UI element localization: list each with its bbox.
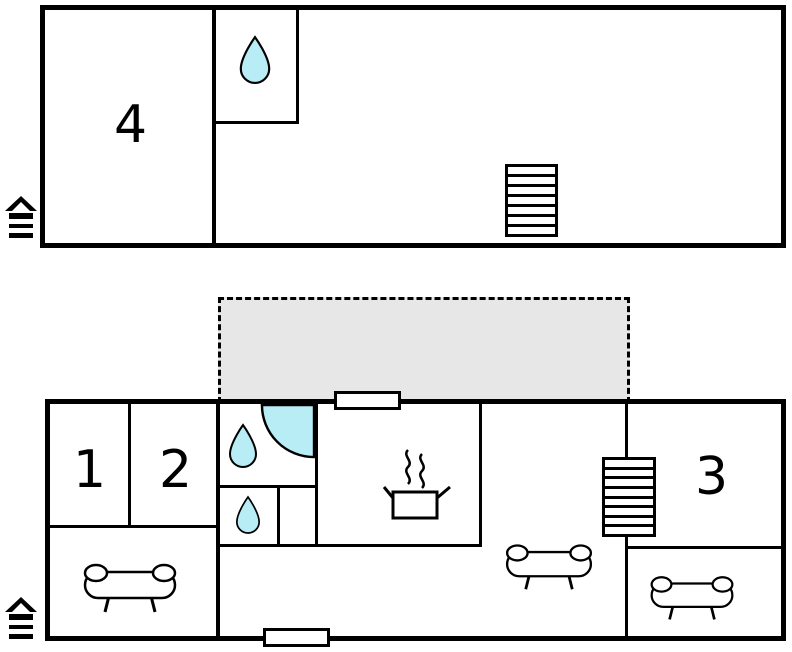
door-opening-top	[334, 391, 401, 410]
stair-step	[605, 460, 653, 470]
entrance-house-icon	[5, 597, 37, 639]
bathroom-bottom-wall	[220, 485, 318, 488]
upper-floor-outline	[40, 5, 786, 248]
kitchen-right-wall	[479, 399, 482, 547]
stair-step	[605, 479, 653, 489]
room-label-1: 1	[73, 440, 107, 500]
shower-icon	[260, 403, 316, 459]
room-label-3: 3	[695, 447, 729, 507]
upper-dividing-wall	[212, 5, 216, 248]
stairs-icon	[505, 164, 558, 237]
stair-step	[508, 207, 555, 217]
stair-step	[508, 187, 555, 197]
stair-step	[508, 217, 555, 227]
bathroom-right-wall	[315, 399, 318, 547]
upper-bathroom-right-wall	[296, 5, 299, 124]
room3-bottom-wall	[625, 546, 786, 549]
entrance-house-icon	[5, 196, 37, 238]
water-drop-icon	[228, 423, 258, 469]
stair-step	[605, 499, 653, 509]
left-column-wall	[216, 399, 220, 641]
upper-bathroom-bottom-wall	[214, 121, 299, 124]
terrace-area	[218, 297, 630, 403]
room1-room2-wall	[128, 399, 131, 528]
wc-divider-wall	[277, 485, 280, 547]
stair-step	[508, 177, 555, 187]
room-label-2: 2	[159, 440, 193, 500]
stair-step	[605, 489, 653, 499]
stairs-icon	[602, 457, 656, 537]
water-drop-icon	[235, 495, 261, 534]
sofa-icon	[650, 576, 734, 620]
rooms12-bottom-wall	[45, 525, 220, 528]
kitchen-bottom-wall	[216, 544, 482, 547]
stair-step	[605, 518, 653, 528]
stair-step	[605, 470, 653, 480]
door-opening-bottom	[263, 628, 330, 647]
stove-pot-icon	[382, 449, 451, 520]
sofa-icon	[505, 544, 593, 590]
water-drop-icon	[239, 35, 271, 85]
stair-step	[605, 508, 653, 518]
stair-step	[508, 167, 555, 177]
stair-step	[605, 527, 653, 534]
sofa-icon	[83, 563, 177, 613]
room-label-4: 4	[114, 95, 148, 155]
stair-step	[508, 227, 555, 234]
stair-step	[508, 197, 555, 207]
